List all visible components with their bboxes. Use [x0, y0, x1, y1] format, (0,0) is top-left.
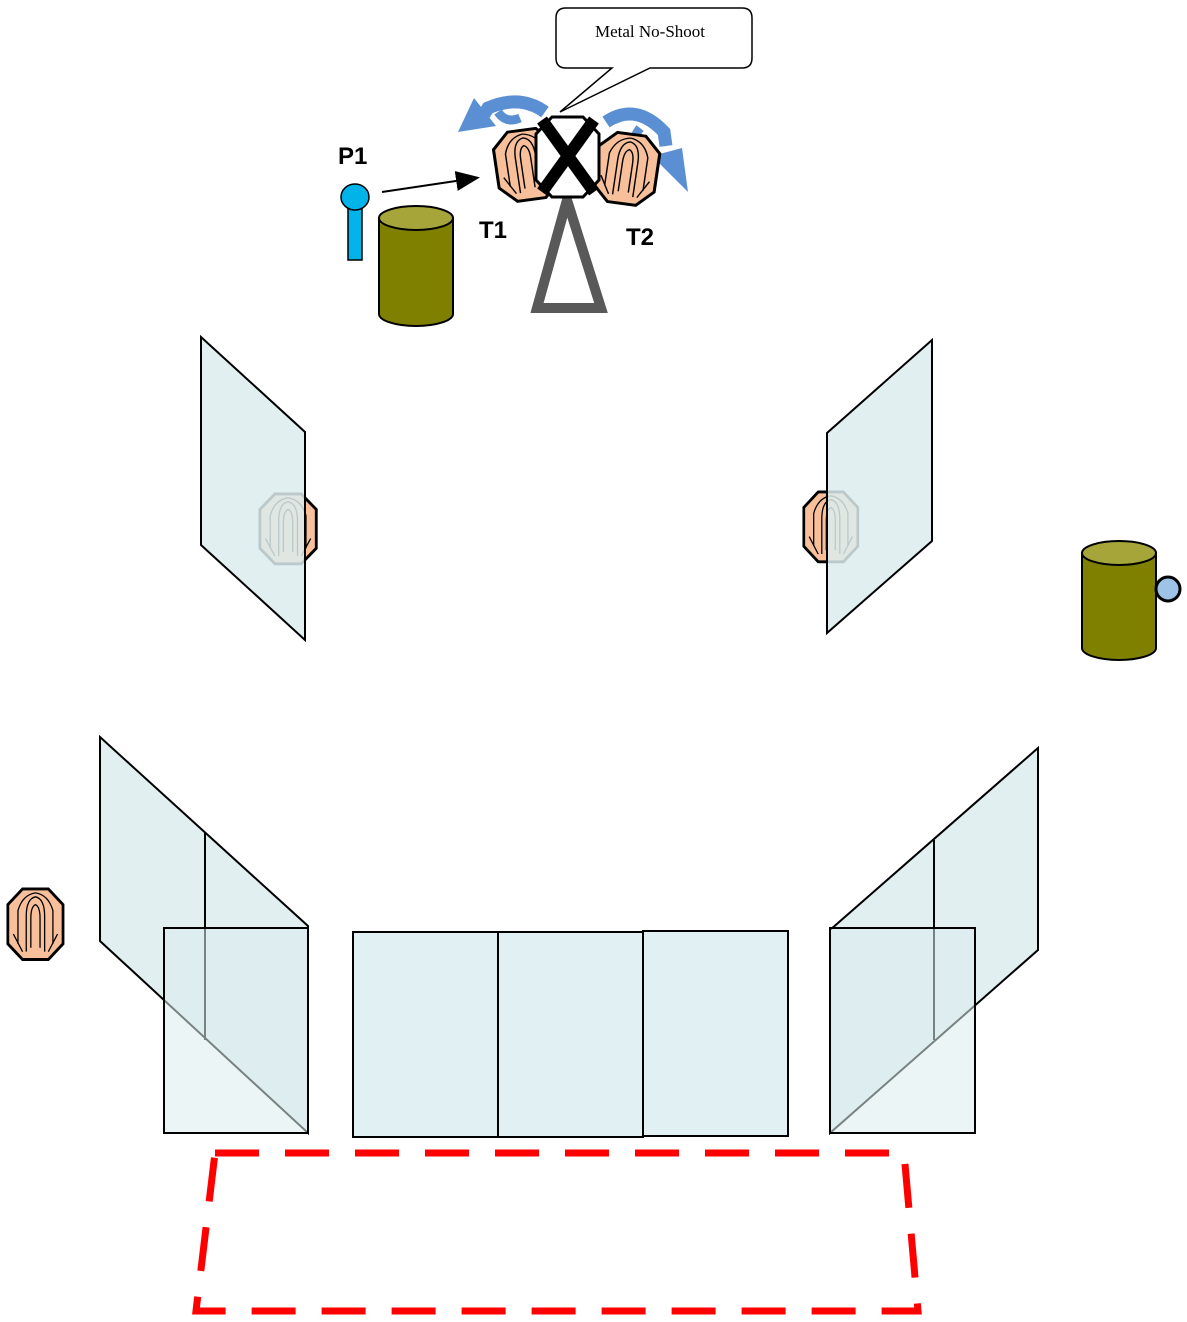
wall-group-center	[352, 930, 789, 1138]
sight-arrow	[381, 171, 480, 193]
shooting-box	[192, 1149, 922, 1315]
label-t1: T1	[479, 217, 507, 244]
target-t2	[589, 128, 664, 210]
shooter-position-p1	[340, 183, 370, 261]
callout: Metal No-Shoot	[555, 7, 753, 113]
barrel-right-icon	[1081, 540, 1157, 661]
start-marker-icon	[1154, 575, 1182, 603]
callout-text: Metal No-Shoot	[595, 22, 705, 41]
label-p1: P1	[338, 143, 367, 170]
wall-mid-left	[200, 334, 306, 643]
swing-arrow-left	[458, 95, 549, 132]
target-far-left	[6, 887, 65, 961]
label-t2: T2	[626, 224, 654, 251]
wall-group-right	[829, 745, 1039, 1136]
wall-mid-right	[826, 337, 933, 636]
barrel-icon	[378, 205, 454, 327]
target-stand-icon	[530, 182, 608, 313]
wall-group-left	[99, 734, 309, 1136]
metal-no-shoot-icon	[534, 115, 601, 199]
